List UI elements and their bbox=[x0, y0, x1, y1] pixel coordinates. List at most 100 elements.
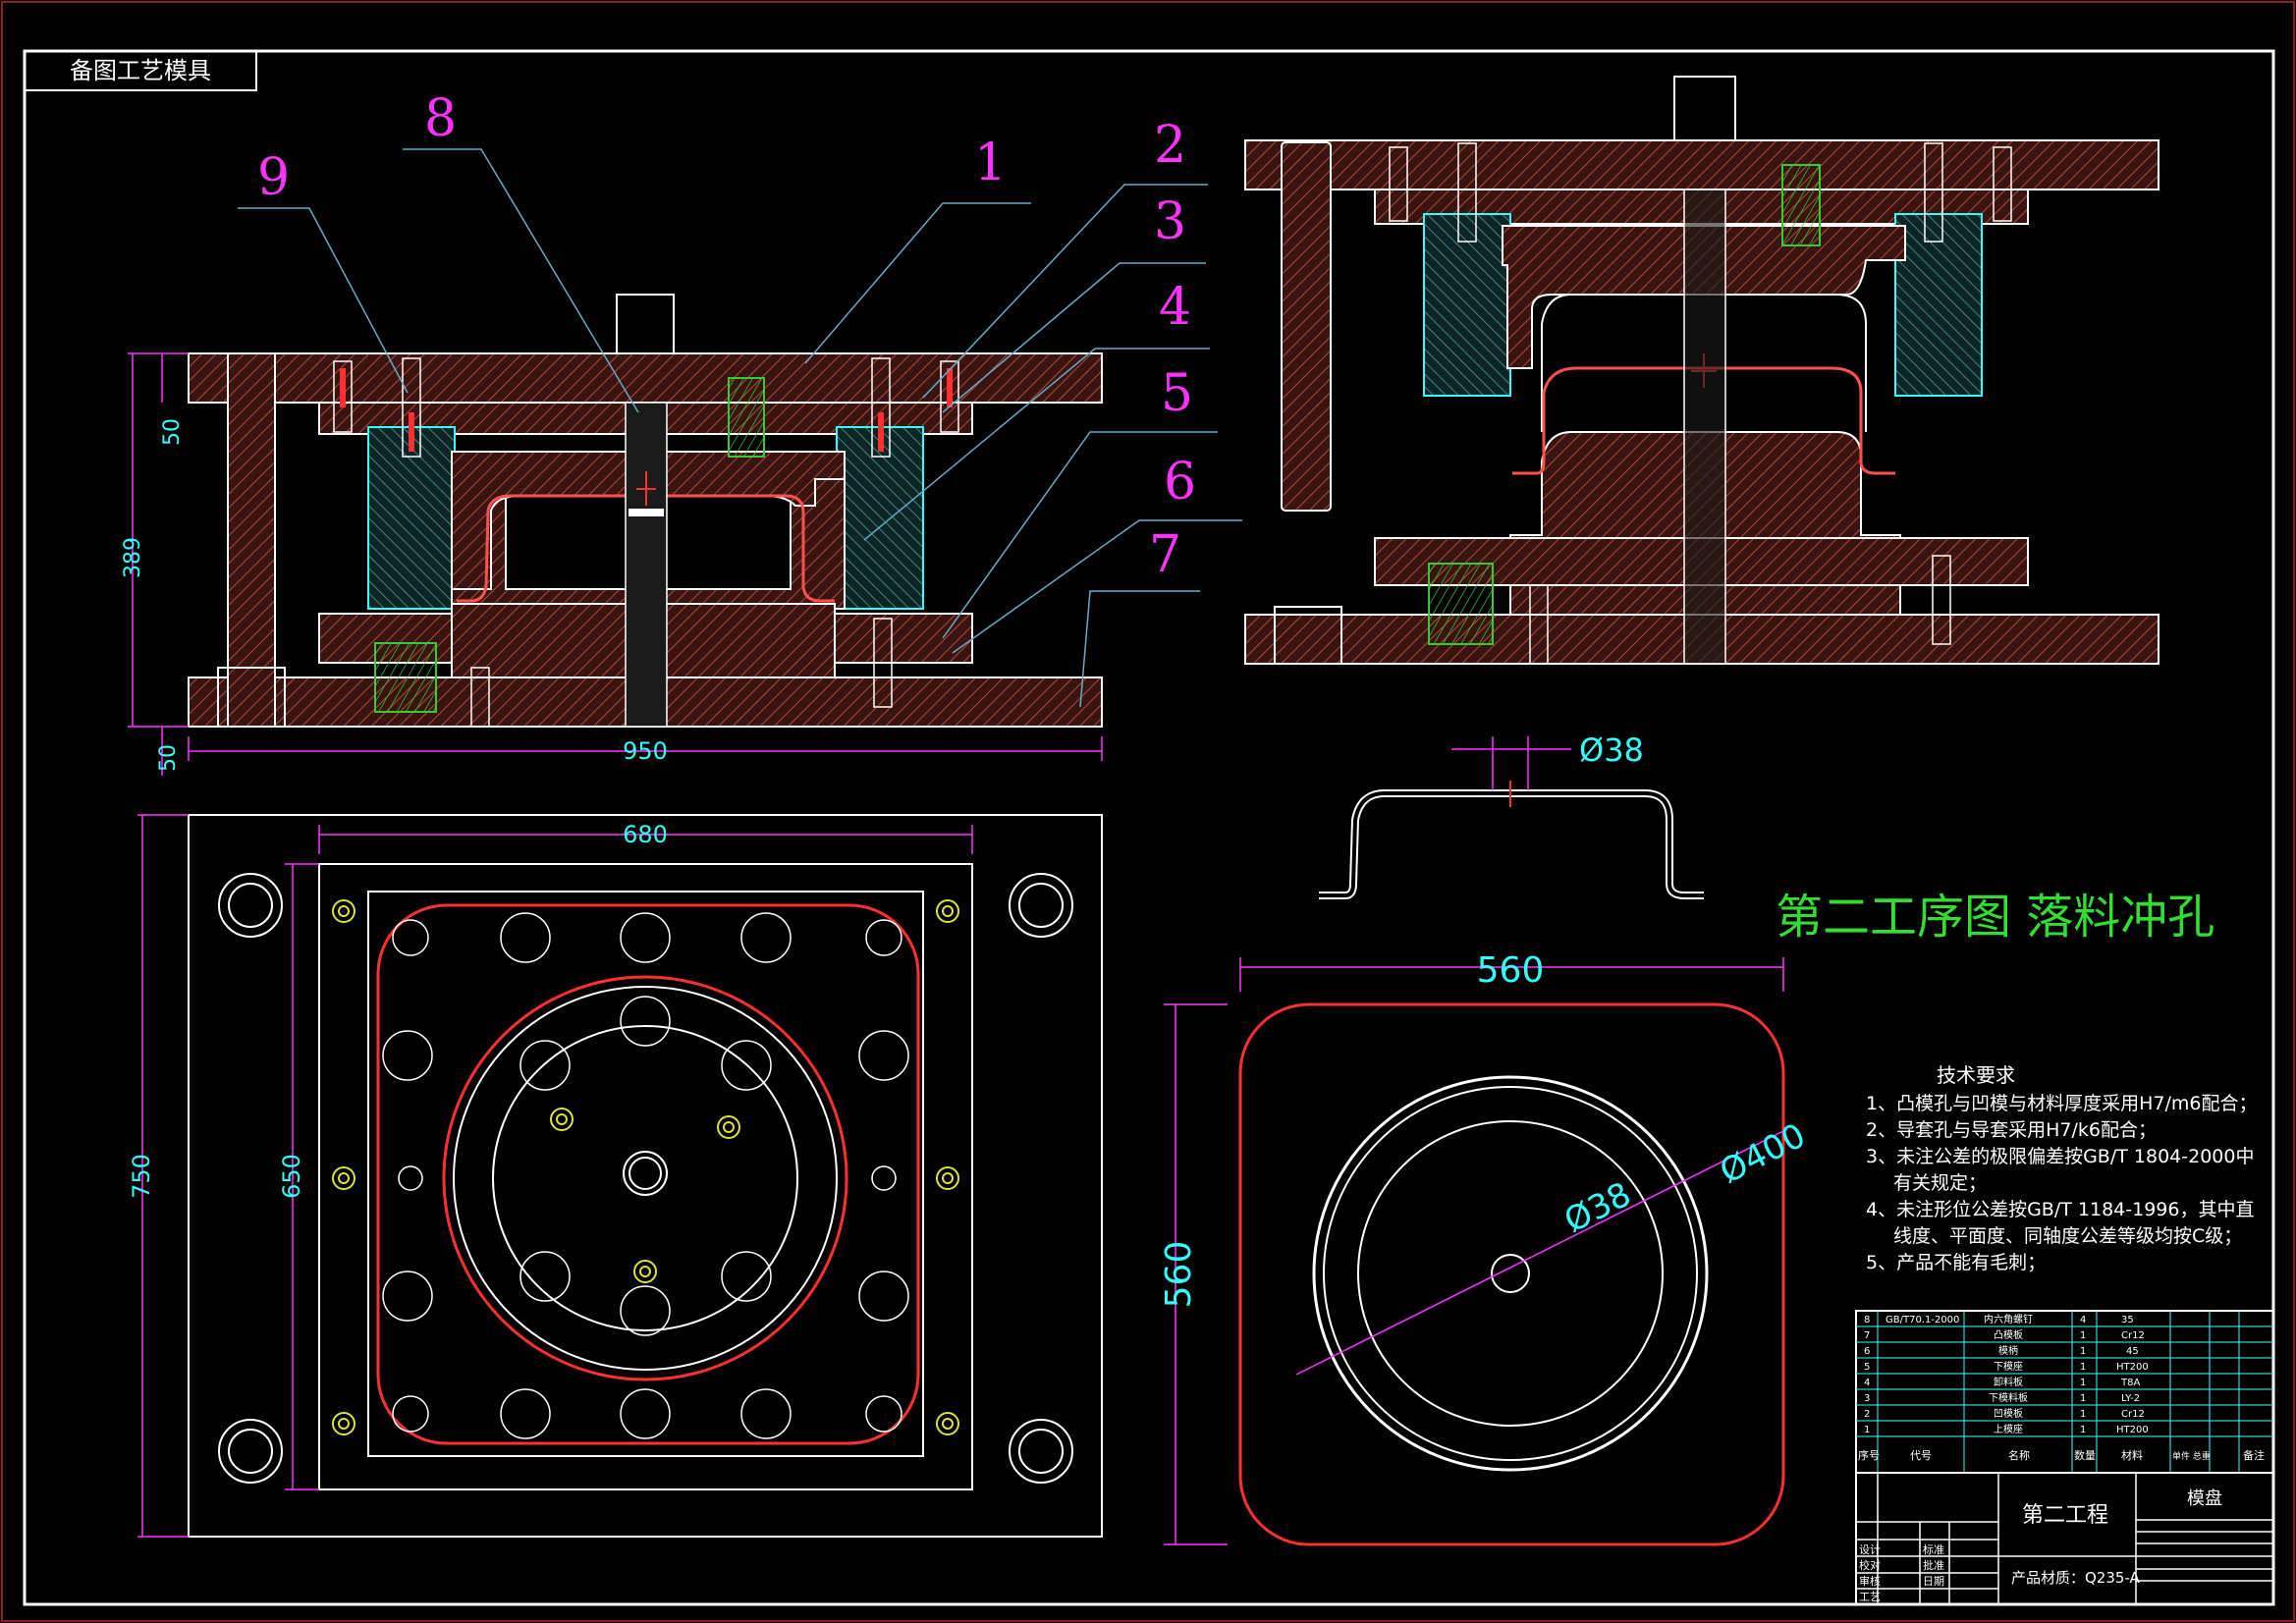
plan-inner bbox=[318, 863, 973, 1490]
part-number-6: 6 bbox=[1164, 453, 1196, 512]
blank-circle-inner bbox=[1357, 1120, 1664, 1427]
tb-label-check: 校对 bbox=[1859, 1558, 1881, 1572]
bom-r4-name: 卸料板 bbox=[1994, 1376, 2023, 1388]
front-section-view: 9 8 1 2 3 4 5 6 7 389 50 50 950 bbox=[121, 89, 1242, 776]
tech-line-3: 3、未注公差的极限偏差按GB/T 1804-2000中 bbox=[1866, 1146, 2254, 1167]
part-number-4: 4 bbox=[1159, 278, 1191, 337]
bom-r7-qty: 1 bbox=[2080, 1330, 2086, 1341]
bom-r3-name: 下模料板 bbox=[1989, 1391, 2028, 1404]
bom-r1-qty: 1 bbox=[2080, 1425, 2086, 1435]
blank-view: 560 560 Ø400 Ø38 bbox=[1159, 950, 1812, 1546]
dim-width: 950 bbox=[623, 737, 668, 765]
bom-r3-mat: LY-2 bbox=[2121, 1393, 2140, 1404]
inner-circle bbox=[492, 1025, 798, 1331]
tb-label-date: 日期 bbox=[1923, 1575, 1944, 1588]
workpiece-outline-plan bbox=[376, 903, 920, 1445]
big-circle-red bbox=[442, 975, 848, 1381]
bom-h-note: 备注 bbox=[2243, 1448, 2265, 1462]
r-bolts bbox=[1389, 142, 2012, 665]
bom-r8-code: GB/T70.1-2000 bbox=[1886, 1315, 1959, 1325]
bom-r7-name: 凸模板 bbox=[1994, 1328, 2023, 1341]
bom-r6-name: 模柄 bbox=[1998, 1344, 2018, 1357]
dim-blank-dia-outer: Ø400 bbox=[1714, 1116, 1812, 1192]
bom-table bbox=[1855, 1310, 2274, 1474]
plan-outer bbox=[188, 814, 1103, 1538]
tech-line-4: 有关规定； bbox=[1893, 1172, 1987, 1194]
big-circle bbox=[453, 986, 838, 1371]
bom-r7-mat: Cr12 bbox=[2121, 1330, 2145, 1341]
bom-col-lines bbox=[1877, 1311, 2240, 1473]
part-profile-inner bbox=[1319, 791, 1704, 897]
r-guide-pillar bbox=[1281, 141, 1332, 512]
die-block-left bbox=[367, 426, 456, 610]
plan-die bbox=[367, 891, 924, 1457]
bom-r5-qty: 1 bbox=[2080, 1362, 2086, 1373]
ejector-rod bbox=[625, 402, 668, 728]
bolts-front bbox=[333, 357, 959, 728]
plan-view: 750 650 680 bbox=[128, 814, 1103, 1538]
leader-lines bbox=[238, 148, 1242, 708]
shank bbox=[616, 294, 675, 356]
drawing-frame bbox=[23, 49, 2275, 1606]
guide-bush bbox=[217, 667, 286, 728]
bom-r2-mat: Cr12 bbox=[2121, 1409, 2145, 1420]
bom-r2-qty: 1 bbox=[2080, 1409, 2086, 1420]
title-tag-text: 备图工艺模具 bbox=[70, 57, 211, 84]
r-shank bbox=[1673, 76, 1736, 141]
bom-text: 8 GB/T70.1-2000 内六角螺钉 4 35 7 凸模板 1 Cr12 … bbox=[1858, 1313, 2265, 1462]
bom-r6-no: 6 bbox=[1864, 1346, 1870, 1357]
tech-title: 技术要求 bbox=[1937, 1063, 2015, 1087]
bom-r8-no: 8 bbox=[1864, 1315, 1870, 1325]
bom-r2-no: 2 bbox=[1864, 1409, 1870, 1420]
blank-hole bbox=[1491, 1254, 1530, 1293]
r-guide-bush bbox=[1274, 606, 1342, 665]
bom-r8-mat: 35 bbox=[2121, 1315, 2134, 1325]
process-title: 第二工序图 落料冲孔 bbox=[1776, 890, 2214, 945]
guide-holes-plan bbox=[218, 873, 1073, 1484]
front-dimensions bbox=[128, 352, 1103, 776]
bom-h-name: 名称 bbox=[2008, 1448, 2030, 1462]
yellow-bolts bbox=[332, 899, 959, 1435]
bolt-holes-ring bbox=[382, 912, 909, 1439]
bom-h-qty: 数量 bbox=[2074, 1449, 2096, 1462]
ejector-pad bbox=[629, 509, 664, 516]
blank-square bbox=[1238, 1002, 1785, 1546]
title-block-name: 第二工程 bbox=[2022, 1503, 2108, 1528]
dowel-pin-green bbox=[728, 377, 765, 458]
bom-r1-mat: HT200 bbox=[2116, 1425, 2149, 1435]
bom-r7-no: 7 bbox=[1864, 1330, 1870, 1341]
die-block-right bbox=[836, 426, 924, 610]
bom-h-mat: 材料 bbox=[2121, 1448, 2143, 1462]
part-number-7: 7 bbox=[1149, 525, 1181, 584]
title-tag-box bbox=[24, 50, 257, 91]
r-dowel-green-2 bbox=[1428, 563, 1494, 645]
bom-r8-name: 内六角螺钉 bbox=[1984, 1313, 2033, 1325]
part-number-5: 5 bbox=[1161, 364, 1193, 423]
blank-dimensions bbox=[1164, 957, 1784, 1545]
r-die-right bbox=[1894, 213, 1983, 397]
part-section-view: Ø38 bbox=[1319, 731, 1704, 899]
dim-blank-height: 560 bbox=[1159, 1241, 1199, 1309]
title-block-material: 产品材质：Q235-A bbox=[2011, 1569, 2141, 1587]
center-hole-inner bbox=[629, 1157, 662, 1190]
bom-r6-qty: 1 bbox=[2080, 1346, 2086, 1357]
center-hole-outer bbox=[623, 1151, 668, 1196]
bom-r8-qty: 4 bbox=[2080, 1315, 2086, 1325]
blank-circle-mid bbox=[1323, 1086, 1698, 1461]
part-number-2: 2 bbox=[1154, 116, 1186, 175]
dowel-pin-green-2 bbox=[374, 642, 437, 713]
blank-dia-line bbox=[1295, 1128, 1788, 1376]
tb-label-review: 审核 bbox=[1859, 1574, 1881, 1588]
plan-dimensions bbox=[137, 814, 973, 1538]
dim-outer-height: 750 bbox=[128, 1154, 155, 1199]
tech-line-5: 4、未注形位公差按GB/T 1184-1996，其中直 bbox=[1866, 1199, 2254, 1220]
part-number-9: 9 bbox=[257, 148, 290, 207]
top-plate bbox=[188, 352, 1103, 404]
bom-h-no: 序号 bbox=[1858, 1448, 1880, 1462]
dim-bottom-plate: 50 bbox=[156, 744, 181, 772]
bom-r2-name: 凹模板 bbox=[1994, 1407, 2023, 1420]
tb-label-approve: 批准 bbox=[1923, 1558, 1944, 1572]
part-profile bbox=[1319, 789, 1704, 899]
bom-r5-mat: HT200 bbox=[2116, 1362, 2149, 1373]
